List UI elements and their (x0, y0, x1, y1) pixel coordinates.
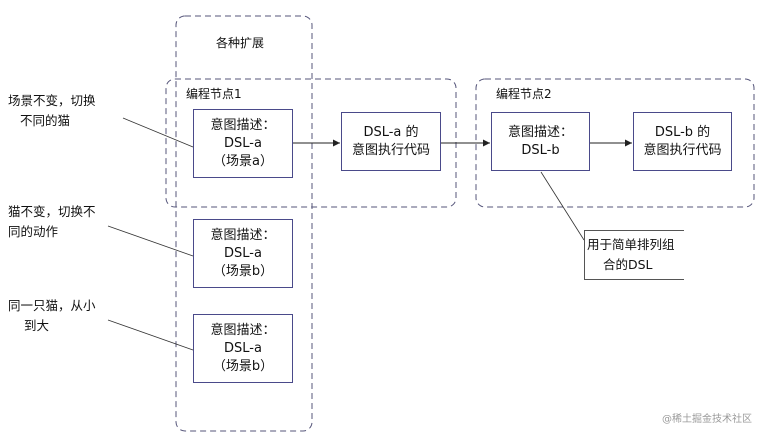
callout-line: 用于简单排列组 (587, 237, 675, 252)
box-line: 意图执行代码 (643, 142, 722, 158)
box-line: DSL-a (224, 135, 262, 151)
box-line: DSL-a (224, 340, 262, 356)
note-line: 场景不变，切换 (8, 93, 96, 108)
note-scene: 场景不变，切换 不同的猫 (8, 91, 124, 131)
box-line: DSL-a 的 (363, 124, 419, 140)
note-line: 到大 (24, 318, 50, 333)
note-line: 同的动作 (8, 224, 59, 239)
box-line: DSL-b (521, 142, 560, 158)
note-line: 猫不变，切换不 (8, 204, 96, 219)
box-line: 意图描述： (210, 322, 276, 338)
watermark: @稀土掘金技术社区 (662, 414, 752, 425)
note2-connector (107, 225, 194, 257)
note-line: 不同的猫 (20, 113, 71, 128)
note-line: 同一只猫，从小 (8, 298, 96, 313)
dsl-callout: 用于简单排列组 合的DSL (584, 230, 684, 280)
note1-connector (122, 117, 194, 148)
node2-intent-box: 意图描述： DSL-b (491, 112, 590, 171)
box-line: DSL-b 的 (654, 124, 711, 140)
note-same-cat: 同一只猫，从小 到大 (8, 296, 124, 336)
ext-intent-box: 意图描述： DSL-a （场景b） (193, 314, 293, 383)
box-line: （场景a） (213, 153, 273, 169)
callout-line: 合的DSL (603, 257, 653, 272)
node2-container (475, 78, 755, 208)
ext-intent-box: 意图描述： DSL-a （场景b） (193, 219, 293, 288)
box-line: DSL-a (224, 245, 262, 261)
box-line: 意图描述： (210, 227, 276, 243)
node2-title: 编程节点2 (496, 87, 552, 101)
note3-connector (107, 319, 194, 351)
node1-code-box: DSL-a 的 意图执行代码 (341, 112, 441, 171)
extensions-container (175, 15, 313, 432)
box-line: 意图描述： (507, 124, 573, 140)
box-line: 意图描述： (210, 117, 276, 133)
box-line: （场景b） (212, 358, 274, 374)
node2-code-box: DSL-b 的 意图执行代码 (633, 112, 732, 171)
extensions-title: 各种扩展 (216, 36, 265, 50)
box-line: （场景b） (212, 263, 274, 279)
node1-title: 编程节点1 (186, 87, 242, 101)
callout-connector (540, 171, 585, 241)
node1-intent-box: 意图描述： DSL-a （场景a） (193, 109, 293, 178)
note-cat: 猫不变，切换不 同的动作 (8, 202, 124, 242)
box-line: 意图执行代码 (351, 142, 430, 158)
